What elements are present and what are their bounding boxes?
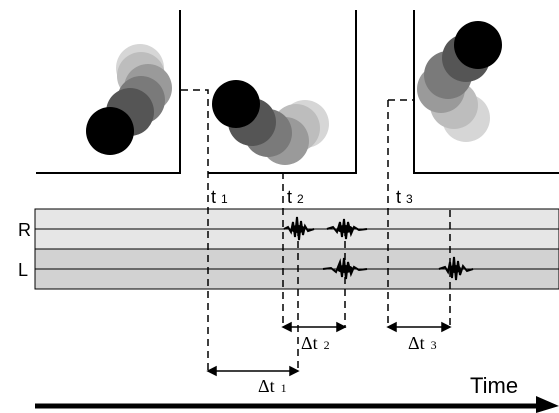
wall-1: [36, 10, 181, 174]
ball-trail-2: [212, 80, 329, 165]
interval-arrow-1: [206, 365, 300, 377]
panel-2: [208, 10, 357, 174]
sound-spike-r2: [326, 218, 368, 240]
connector-1: [181, 89, 209, 372]
ball-2: [212, 80, 260, 128]
channel-label-r: R: [18, 220, 31, 240]
sound-spike-r1: [283, 216, 315, 241]
interval-arrow-3: [386, 321, 452, 333]
ball-1: [86, 107, 134, 155]
panel-1: [36, 10, 181, 174]
panel-3: [413, 10, 559, 174]
sound-spike-l2: [438, 256, 474, 281]
axis-label-time: Time: [470, 373, 518, 398]
wall-2: [208, 10, 357, 174]
channel-label-l: L: [18, 260, 28, 280]
ball-trail-3: [417, 21, 502, 142]
time-axis-arrow: [35, 396, 559, 413]
interval-arrow-2: [281, 321, 347, 333]
sound-spike-l1: [322, 257, 368, 280]
ball-3: [454, 21, 502, 69]
ball-trail-1: [86, 44, 172, 155]
wall-3: [413, 10, 559, 174]
